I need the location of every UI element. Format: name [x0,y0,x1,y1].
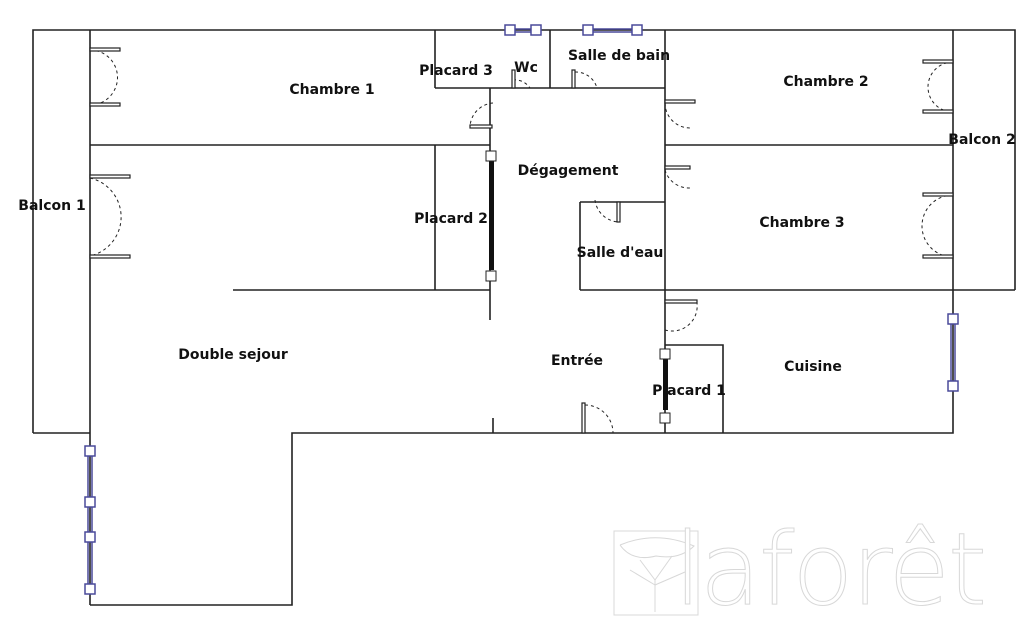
doors [89,49,954,434]
room-label-chambre2: Chambre 2 [783,74,869,90]
door-leaves [89,47,954,434]
logo-tree-icon [613,530,699,616]
watermark-logo: laforêt [673,511,987,628]
outer-wall [32,29,1016,433]
room-label-chambre3: Chambre 3 [759,215,845,231]
room-label-cuisine: Cuisine [784,359,842,375]
room-label-salle-de-bain: Salle de bain [567,48,671,64]
room-label-balcon1: Balcon 1 [18,198,86,214]
room-label-double-sejour: Double sejour [178,347,288,363]
room-label-chambre1: Chambre 1 [289,82,375,98]
placard1-wall [665,344,724,433]
windows [84,24,959,595]
room-label-degagement: Dégagement [517,163,619,179]
room-label-salle-deau: Salle d'eau [576,245,664,261]
room-label-wc: Wc [514,60,538,76]
room-label-placard1: Placard 1 [652,383,726,399]
room-label-placard3: Placard 3 [419,63,493,79]
sliding-doors [485,150,671,424]
room-label-placard2: Placard 2 [414,211,488,227]
room-label-balcon2: Balcon 2 [948,132,1016,148]
outer-wall-bottom [90,30,954,606]
room-label-entree: Entrée [550,353,604,369]
